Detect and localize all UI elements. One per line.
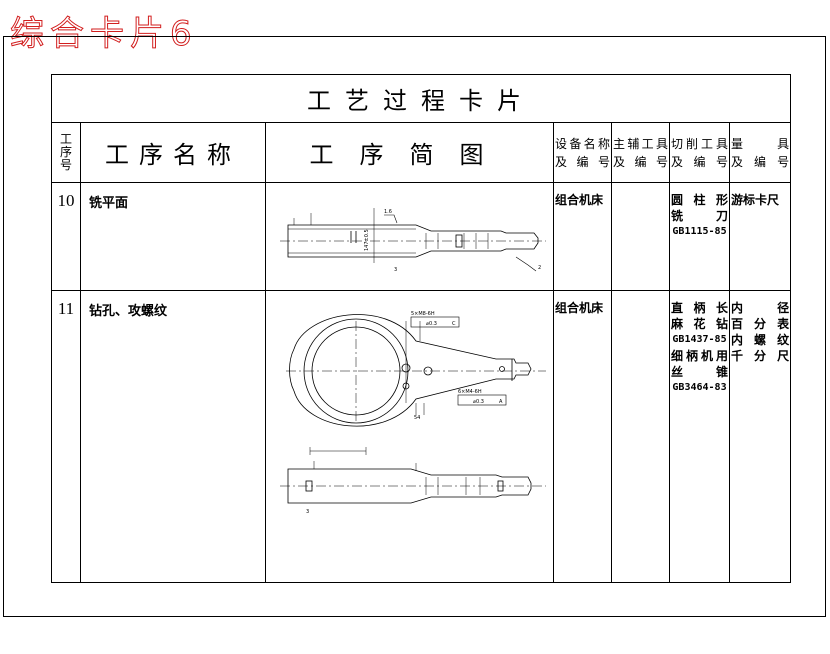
thread-spec-label-2: 6×M4-6H bbox=[458, 389, 482, 395]
datum-label: 2 bbox=[538, 265, 541, 271]
row-seq: 11 bbox=[51, 290, 81, 583]
header-op-name: 工序名称 bbox=[80, 122, 266, 183]
datum-a-label: A bbox=[499, 399, 503, 405]
tolerance-label: ⌀0.3 bbox=[426, 321, 437, 327]
thread-spec-label: 5×M8-6H bbox=[411, 311, 435, 317]
dimension-label: 147±0.5 bbox=[364, 229, 370, 251]
row-op-name: 铣平面 bbox=[80, 182, 266, 291]
row-op-name: 钻孔、攻螺纹 bbox=[80, 290, 266, 583]
row-gauge: 内径 百分表 内螺纹 千分尺 bbox=[728, 290, 792, 583]
table-row: 10 铣平面 1.6 147±0.5 3 bbox=[51, 182, 792, 291]
sketch-row11: 5×M8-6H ⌀0.3 C 6×M4-6H ⌀0.3 A 54 3 bbox=[265, 290, 554, 583]
sketch-row10: 1.6 147±0.5 3 2 bbox=[265, 182, 554, 291]
card-title: 工艺过程卡片 bbox=[50, 74, 792, 123]
row-aux-tool bbox=[611, 290, 670, 583]
header-cut-tool: 切削工具及编号 bbox=[669, 122, 730, 183]
header-equipment: 设备名称及编号 bbox=[553, 122, 612, 183]
row-equipment: 组合机床 bbox=[553, 182, 612, 291]
drilling-sketch-drawing: 5×M8-6H ⌀0.3 C 6×M4-6H ⌀0.3 A 54 3 bbox=[280, 311, 546, 515]
tolerance-label-2: ⌀0.3 bbox=[473, 399, 484, 405]
header-sketch: 工序简图 bbox=[265, 122, 554, 183]
header-gauge: 量具及编号 bbox=[728, 122, 792, 183]
row-seq: 10 bbox=[51, 182, 81, 291]
milling-sketch-drawing: 1.6 147±0.5 3 2 bbox=[280, 208, 546, 273]
depth-label: 3 bbox=[306, 509, 309, 515]
row-equipment: 组合机床 bbox=[553, 290, 612, 583]
row-cut-tool: 圆柱形 铣刀 GB1115-85 bbox=[669, 182, 730, 291]
outer-frame bbox=[3, 36, 826, 617]
datum-c-label: C bbox=[452, 321, 456, 327]
roughness-label: 1.6 bbox=[384, 209, 392, 215]
depth-label: 3 bbox=[394, 267, 397, 273]
dimension-54-label: 54 bbox=[414, 415, 420, 421]
row-aux-tool bbox=[611, 182, 670, 291]
row-gauge: 游标卡尺 bbox=[728, 182, 792, 291]
process-card-table: 工艺过程卡片 工序号 工序名称 工序简图 设备名称及编号 主辅工具及编号 切削工… bbox=[50, 74, 792, 583]
header-seq-no: 工序号 bbox=[51, 122, 81, 183]
row-cut-tool: 直柄长 麻花钻 GB1437-85 细柄机用 丝锥 GB3464-83 bbox=[669, 290, 730, 583]
page-title: 综合卡片6 bbox=[10, 14, 198, 55]
header-aux-tool: 主辅工具及编号 bbox=[611, 122, 670, 183]
table-row: 11 钻孔、攻螺纹 bbox=[51, 290, 792, 583]
